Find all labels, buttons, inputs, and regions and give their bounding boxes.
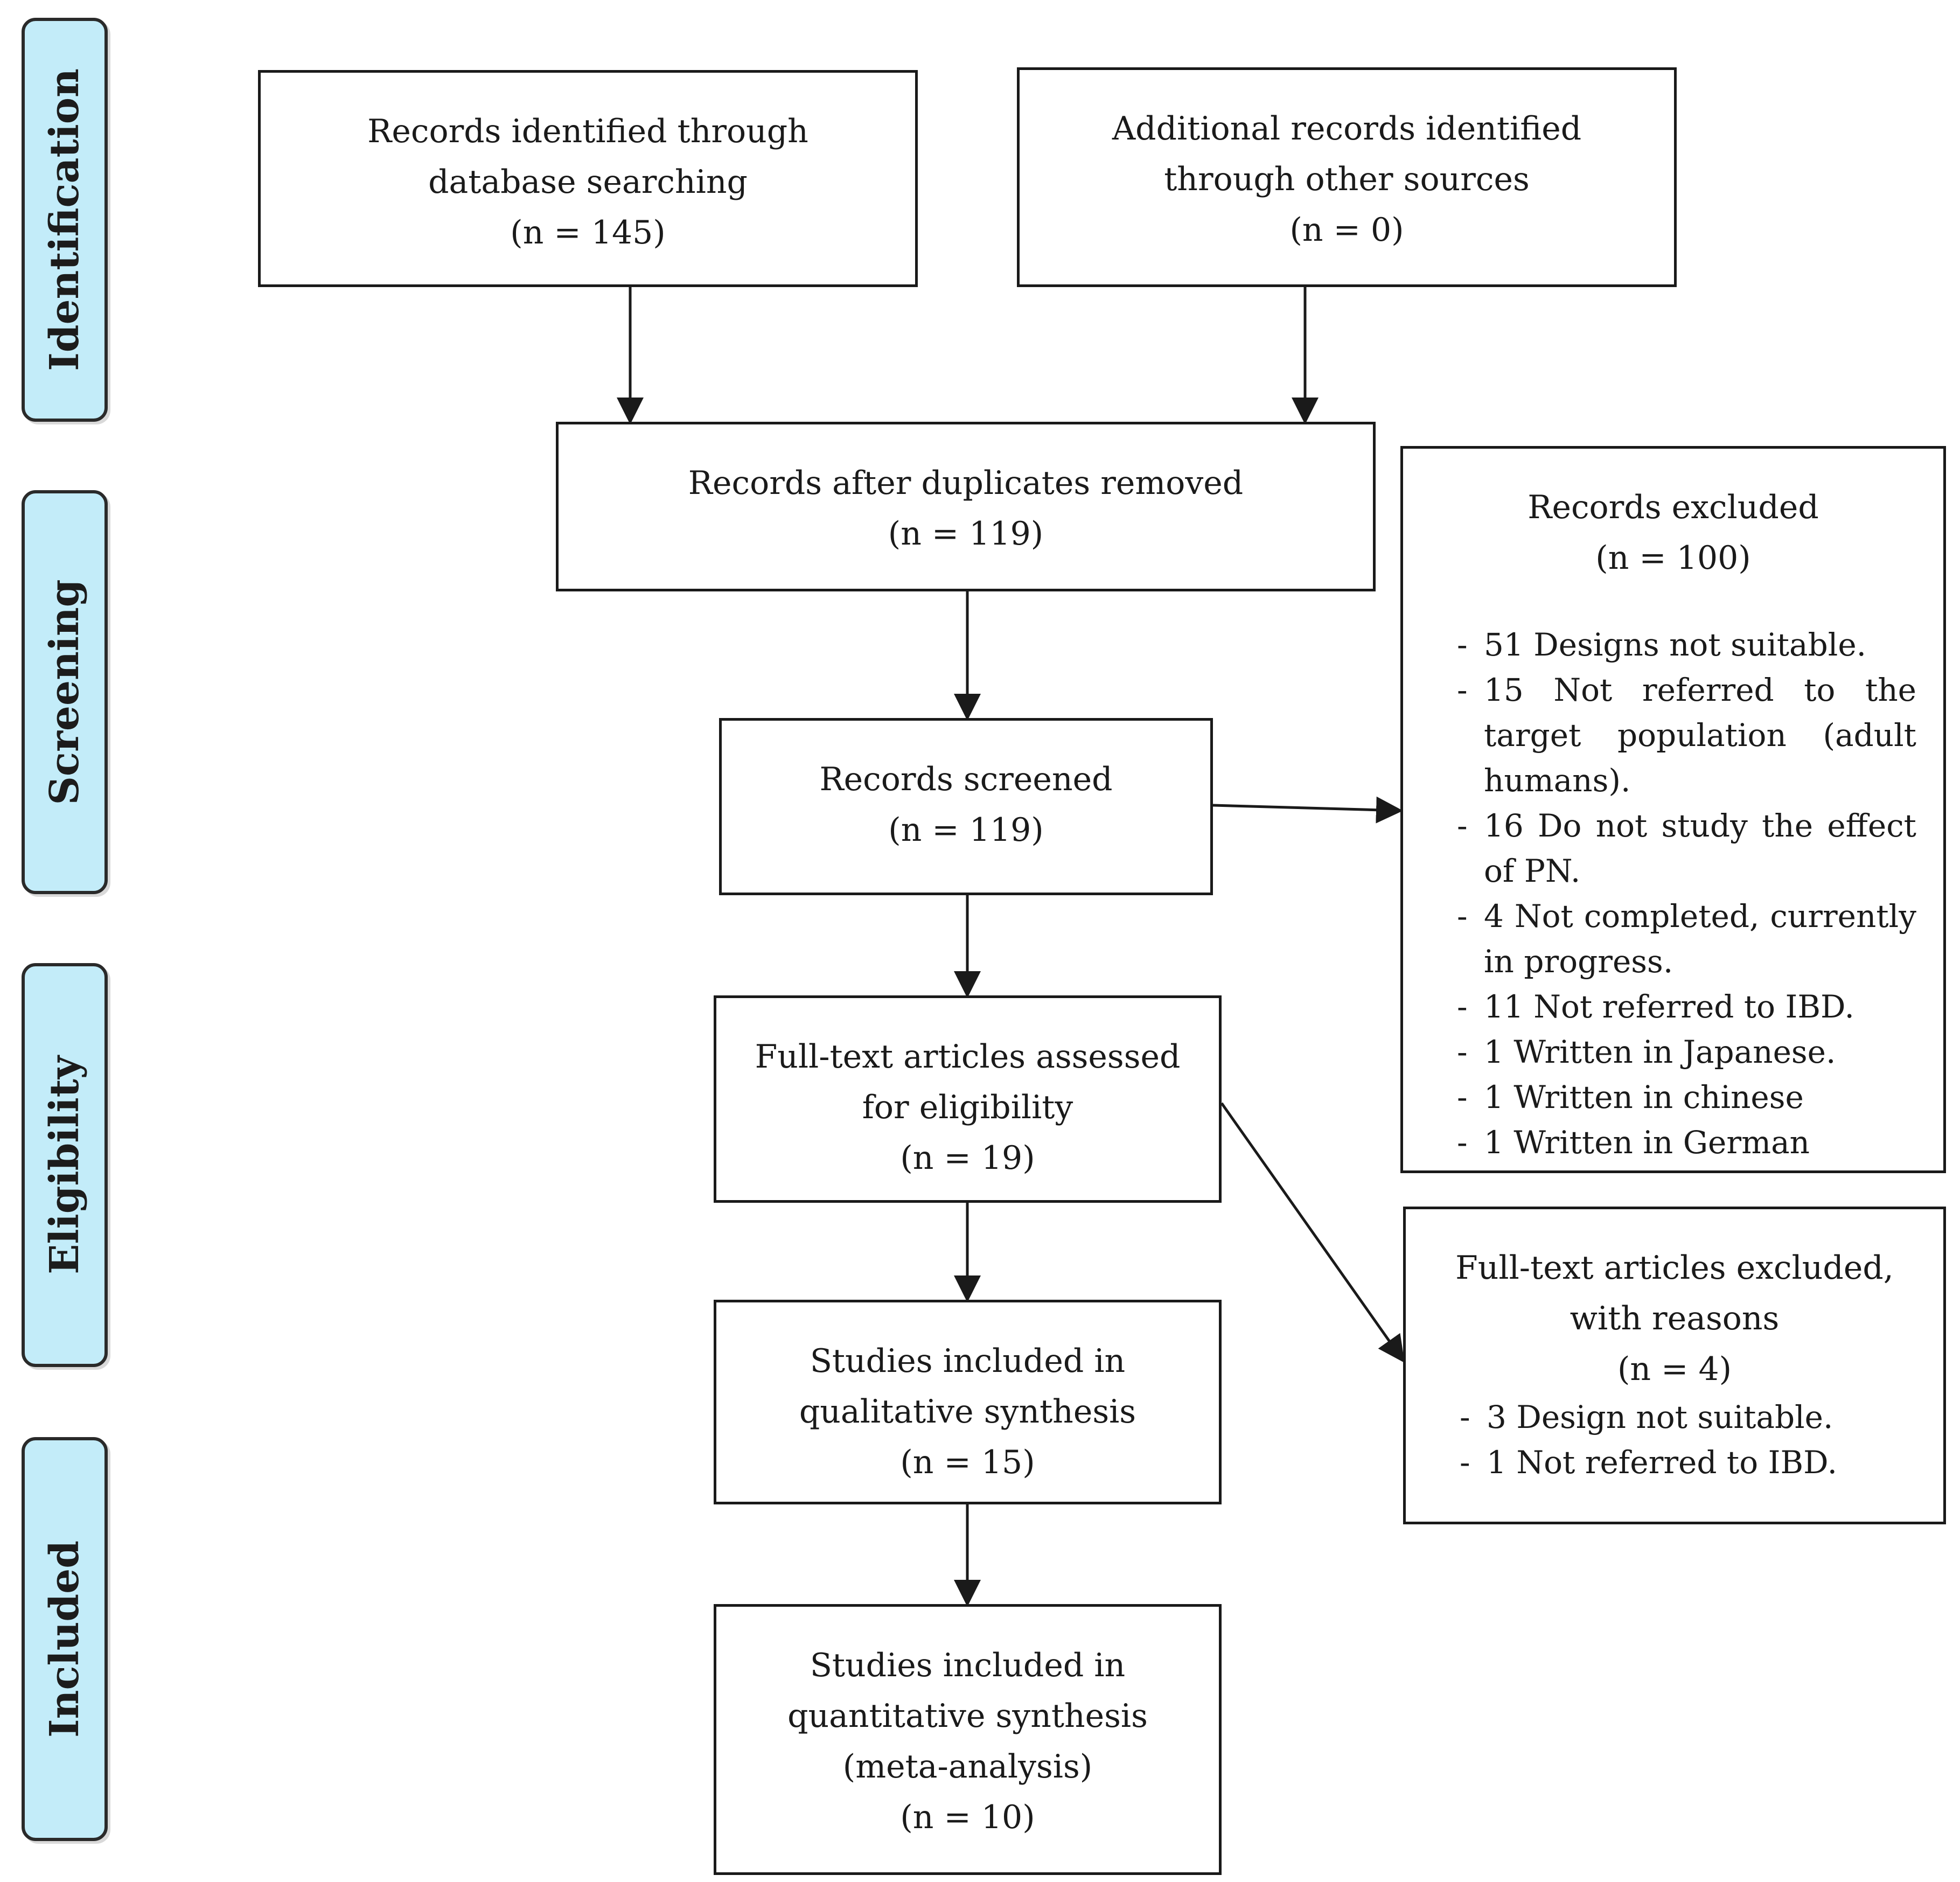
records-excluded-reason: 16 Do not study the effect of PN. [1430, 803, 1916, 894]
database-records-line1: Records identified through [367, 113, 808, 150]
other-sources-line2: through other sources [1164, 161, 1530, 198]
stage-screening-label: Screening [41, 579, 88, 805]
qualitative-synthesis-line2: qualitative synthesis [799, 1393, 1136, 1431]
records-excluded-reason: 4 Not completed, currently in progress. [1430, 894, 1916, 984]
arrow-fulltext-to-excluded [1220, 1102, 1405, 1363]
records-excluded-reason: 1 Written in German [1430, 1120, 1916, 1165]
stage-included-label: Included [41, 1541, 88, 1738]
other-sources-box: Additional records identified through ot… [1017, 67, 1677, 287]
records-screened-box: Records screened (n = 119) [719, 718, 1213, 895]
stage-identification: Identification [22, 18, 108, 422]
full-text-excluded-reason: 3 Design not suitable. [1433, 1395, 1916, 1440]
full-text-excluded-count: (n = 4) [1617, 1350, 1732, 1388]
after-duplicates-count: (n = 119) [888, 515, 1044, 553]
arrow-screened-to-excluded [1212, 796, 1403, 824]
records-excluded-reason: 11 Not referred to IBD. [1430, 984, 1916, 1029]
quantitative-synthesis-line1: Studies included in [810, 1647, 1126, 1684]
qualitative-synthesis-box: Studies included in qualitative synthesi… [714, 1300, 1222, 1504]
records-excluded-title: Records excluded [1527, 489, 1819, 526]
quantitative-synthesis-count: (n = 10) [900, 1799, 1035, 1836]
stage-eligibility: Eligibility [22, 963, 108, 1367]
database-records-box: Records identified through database sear… [258, 70, 918, 287]
after-duplicates-line1: Records after duplicates removed [688, 464, 1244, 502]
records-excluded-box: Records excluded (n = 100) 51 Designs no… [1400, 446, 1946, 1173]
records-screened-count: (n = 119) [888, 811, 1044, 849]
stage-eligibility-label: Eligibility [41, 1056, 88, 1274]
records-screened-line1: Records screened [819, 761, 1113, 798]
records-excluded-reason: 1 Written in chinese [1430, 1075, 1916, 1120]
records-excluded-reasons: 51 Designs not suitable. 15 Not referred… [1430, 622, 1916, 1165]
database-records-count: (n = 145) [510, 214, 666, 252]
quantitative-synthesis-box: Studies included in quantitative synthes… [714, 1604, 1222, 1875]
full-text-excluded-line2: with reasons [1570, 1300, 1780, 1337]
full-text-assessed-box: Full-text articles assessed for eligibil… [714, 995, 1222, 1203]
full-text-assessed-line2: for eligibility [862, 1089, 1073, 1126]
stage-screening: Screening [22, 490, 108, 894]
records-excluded-reason: 15 Not referred to the target population… [1430, 667, 1916, 803]
qualitative-synthesis-count: (n = 15) [900, 1444, 1035, 1481]
records-excluded-count: (n = 100) [1595, 539, 1751, 577]
after-duplicates-box: Records after duplicates removed (n = 11… [556, 422, 1376, 591]
other-sources-line1: Additional records identified [1112, 110, 1582, 148]
full-text-assessed-line1: Full-text articles assessed [755, 1038, 1181, 1076]
database-records-line2: database searching [428, 163, 748, 201]
other-sources-count: (n = 0) [1289, 211, 1404, 249]
qualitative-synthesis-line1: Studies included in [810, 1342, 1126, 1380]
full-text-excluded-line1: Full-text articles excluded, [1455, 1249, 1894, 1287]
full-text-excluded-reasons: 3 Design not suitable. 1 Not referred to… [1433, 1395, 1916, 1485]
stage-identification-label: Identification [41, 68, 88, 371]
records-excluded-reason: 51 Designs not suitable. [1430, 622, 1916, 667]
quantitative-synthesis-line3: (meta-analysis) [842, 1748, 1093, 1786]
full-text-excluded-box: Full-text articles excluded, with reason… [1403, 1207, 1946, 1524]
quantitative-synthesis-line2: quantitative synthesis [787, 1697, 1148, 1735]
stage-included: Included [22, 1437, 108, 1841]
records-excluded-reason: 1 Written in Japanese. [1430, 1029, 1916, 1075]
full-text-assessed-count: (n = 19) [900, 1139, 1035, 1177]
full-text-excluded-reason: 1 Not referred to IBD. [1433, 1440, 1916, 1485]
